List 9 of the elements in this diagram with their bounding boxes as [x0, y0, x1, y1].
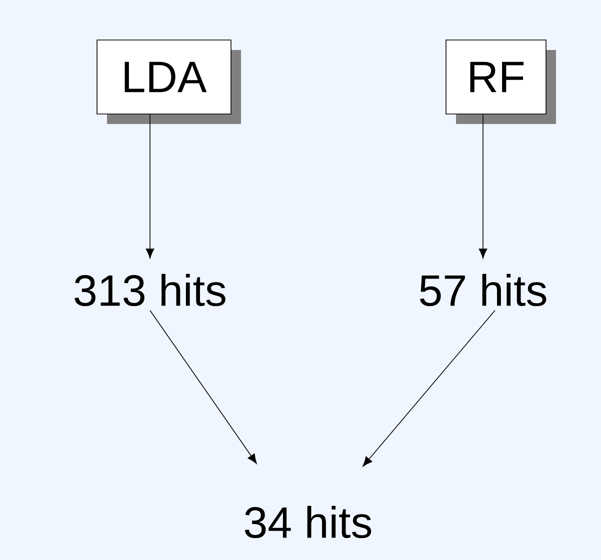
arrow [146, 114, 154, 259]
arrow [478, 114, 488, 259]
result-text: 34 hits [244, 506, 372, 538]
result-text: 57 hits [420, 274, 546, 306]
arrow [362, 310, 496, 467]
arrow [150, 310, 257, 464]
process-box: LDA [96, 40, 241, 124]
result-text: 313 hits [74, 274, 226, 306]
process-box: RF [446, 40, 556, 124]
